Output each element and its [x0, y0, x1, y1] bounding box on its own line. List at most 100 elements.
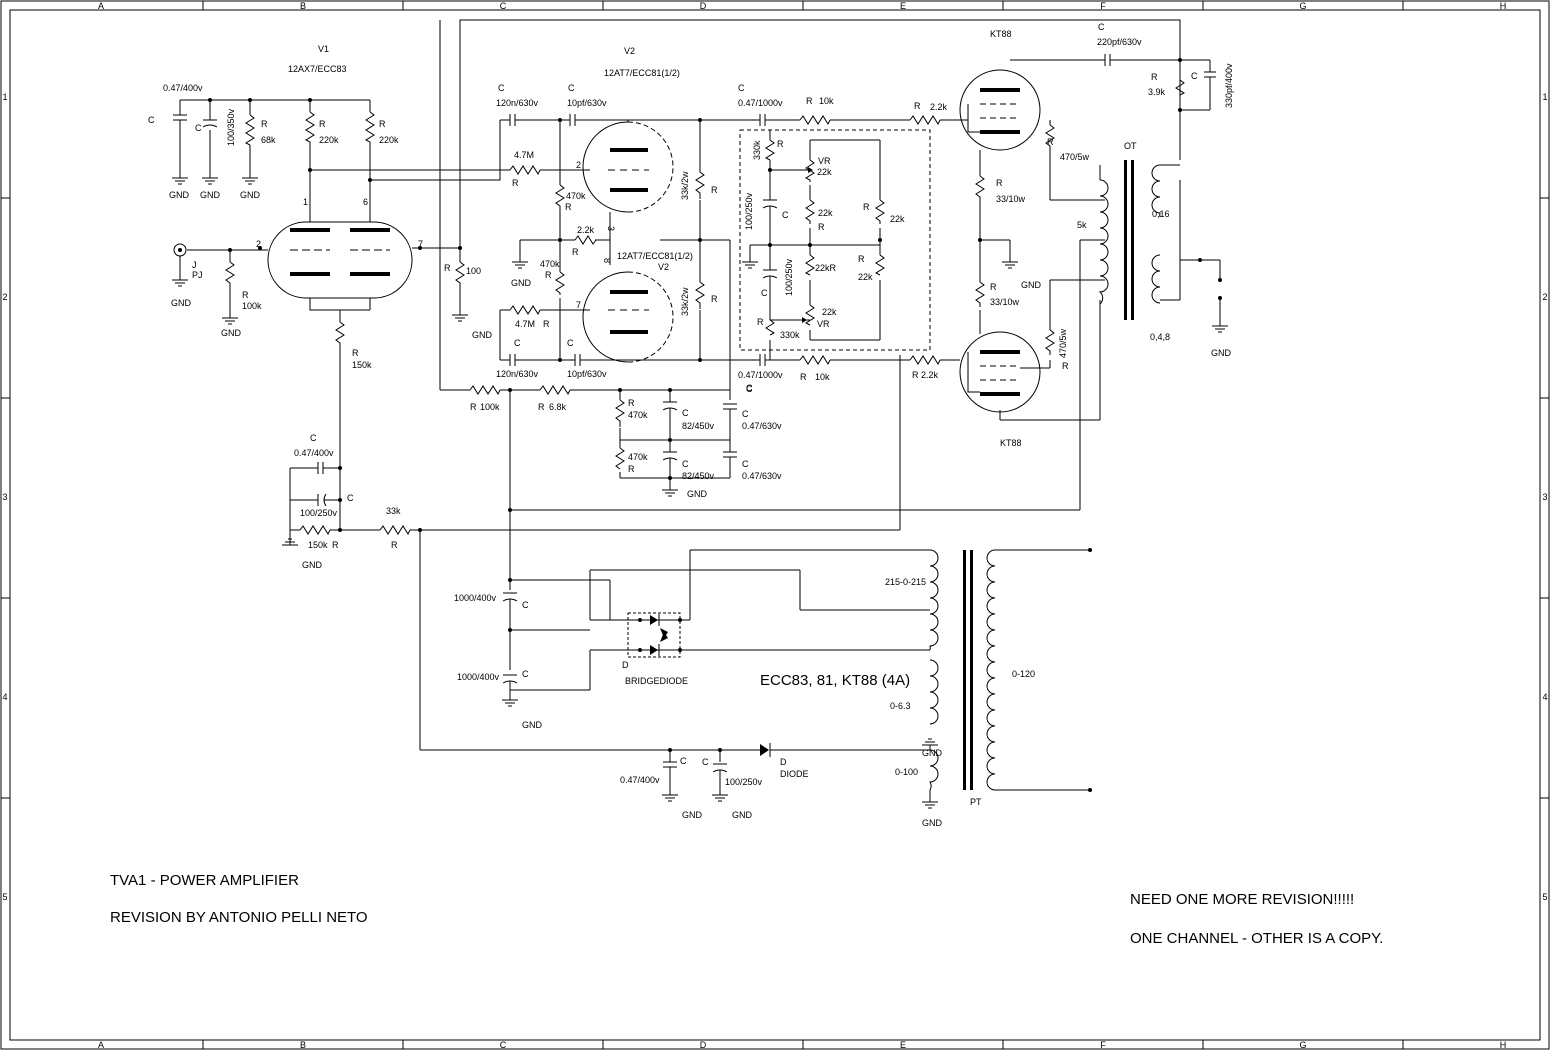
r-label-10k-top: R — [806, 96, 813, 106]
pin-2: 2 — [256, 239, 261, 249]
r-label-330k: R — [777, 139, 784, 149]
col-c-bottom: C — [500, 1040, 507, 1050]
pt-sec-bias: 0-100 — [895, 767, 918, 777]
r-100: 100 — [466, 266, 481, 276]
r-label-33k: R — [391, 540, 398, 550]
c-120n-bottom: 120n/630v — [496, 369, 539, 379]
c-label-2: C — [195, 123, 202, 133]
pt-label: PT — [970, 797, 982, 807]
ot-tap-016: 0,16 — [1152, 209, 1170, 219]
c-100-350: 100/350v — [226, 108, 236, 146]
col-h: H — [1500, 1, 1507, 11]
tube-v2-upper — [582, 120, 674, 213]
kt88-bottom-label: KT88 — [1000, 438, 1022, 448]
pot-arrows — [790, 167, 813, 323]
d-label-bridge: D — [622, 660, 629, 670]
col-f-bottom: F — [1100, 1040, 1106, 1050]
r-label-22k-bias: R — [818, 222, 825, 232]
c-label-047-630-0: C — [746, 384, 753, 394]
c-label-1000-1: C — [522, 600, 529, 610]
c-82-450-1: 82/450v — [682, 421, 715, 431]
r-label-22k-v2: R — [572, 247, 579, 257]
col-a: A — [98, 1, 104, 11]
r-22k-bottom: 2.2k — [921, 370, 939, 380]
row-1-right: 1 — [1542, 92, 1547, 102]
row-4: 4 — [2, 692, 7, 702]
note-line-2: ONE CHANNEL - OTHER IS A COPY. — [1130, 930, 1383, 947]
r-label-33k2w-1: R — [711, 185, 718, 195]
r-label-39k: R — [1151, 72, 1158, 82]
r-470k-f2: 470k — [628, 452, 648, 462]
r-150k: 150k — [352, 360, 372, 370]
col-e: E — [900, 1, 906, 11]
r-label-100: R — [444, 263, 451, 273]
ot-impedance: 5k — [1077, 220, 1087, 230]
v2-ref: V2 — [624, 46, 635, 56]
pin-6: 6 — [363, 197, 368, 207]
jack-pj: PJ — [192, 270, 203, 280]
v1-type: 12AX7/ECC83 — [288, 64, 347, 74]
output-transformer — [1098, 160, 1180, 320]
notes-block: NEED ONE MORE REVISION!!!!! ONE CHANNEL … — [1130, 891, 1383, 947]
gnd-6: GND — [472, 330, 493, 340]
vr-22k-2: 22k — [822, 307, 837, 317]
title-line-1: TVA1 - POWER AMPLIFIER — [110, 872, 299, 889]
row-labels: 1 2 3 4 5 1 2 3 4 5 — [2, 92, 1547, 902]
ot-label: OT — [1124, 141, 1137, 151]
ot-tap-048: 0,4,8 — [1150, 332, 1170, 342]
c-10pf-bottom: 10pf/630v — [567, 369, 607, 379]
v1-ref: V1 — [318, 44, 329, 54]
r-33k2w-1: 33k/2w — [680, 171, 690, 200]
row-4-right: 4 — [1542, 692, 1547, 702]
row-5: 5 — [2, 892, 7, 902]
heater-note: ECC83, 81, KT88 (4A) — [760, 672, 910, 689]
r-470k-1: 470k — [566, 191, 586, 201]
c-120n-top: 120n/630v — [496, 98, 539, 108]
c-047-1000-bottom: 0.47/1000v — [738, 370, 783, 380]
col-g: G — [1299, 1, 1306, 11]
pin-7-v2: 7 — [576, 300, 581, 310]
capacitors — [173, 54, 1216, 774]
ground-symbols — [172, 177, 1228, 809]
vr-label-2: VR — [817, 319, 830, 329]
c-label-82-2: C — [682, 459, 689, 469]
gnd-10: GND — [522, 720, 543, 730]
col-h-bottom: H — [1500, 1040, 1507, 1050]
r-33-10w-1: 33/10w — [996, 194, 1026, 204]
gnd-5: GND — [221, 328, 242, 338]
c-047-1000-top: 0.47/1000v — [738, 98, 783, 108]
c-047-400-top: 0.47/400v — [163, 83, 203, 93]
r-39k: 3.9k — [1148, 87, 1166, 97]
r-label-150k: R — [352, 348, 359, 358]
wiring — [179, 19, 1221, 802]
r-label-470-5w-1: R — [1047, 137, 1054, 147]
r-10k-top: 10k — [819, 96, 834, 106]
c-label-220pf: C — [1098, 22, 1105, 32]
r-label-330k-b: R — [757, 317, 764, 327]
r-label-33-10w-1: R — [996, 178, 1003, 188]
r-22k-top: 2.2k — [930, 102, 948, 112]
gnd-1: GND — [169, 190, 190, 200]
r-label-470k-f1: R — [628, 398, 635, 408]
row-2: 2 — [2, 292, 7, 302]
c-label-bias-100: C — [702, 757, 709, 767]
r-label-100k: R — [242, 290, 249, 300]
c-220pf: 220pf/630v — [1097, 37, 1142, 47]
r-label-33-10w-2: R — [990, 282, 997, 292]
gnd-7: GND — [302, 560, 323, 570]
resistors — [225, 79, 1186, 536]
column-labels-top: A B C D E F G H — [98, 1, 1506, 11]
v2-ref-bottom: V2 — [658, 262, 669, 272]
r-33-10w-2: 33/10w — [990, 297, 1020, 307]
gnd-16: GND — [1211, 348, 1232, 358]
diode-label: DIODE — [780, 769, 809, 779]
c-10pf-top: 10pf/630v — [567, 98, 607, 108]
col-f: F — [1100, 1, 1106, 11]
r-220k-1: 220k — [319, 135, 339, 145]
bridge-diode — [627, 612, 682, 658]
gnd-3: GND — [240, 190, 261, 200]
c-label-047-630-2: C — [742, 459, 749, 469]
input-jack — [173, 243, 187, 257]
r-label-22k-b: R — [912, 370, 919, 380]
